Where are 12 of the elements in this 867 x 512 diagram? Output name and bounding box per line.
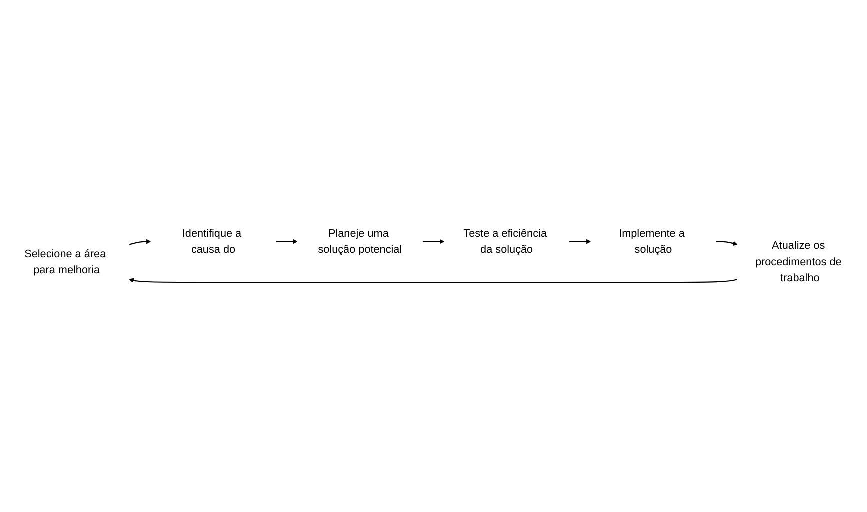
arrow [129, 239, 152, 246]
arrow [276, 239, 298, 244]
arrow [716, 241, 738, 246]
arrow [129, 278, 738, 284]
node-text: Identifique a causa do [182, 228, 242, 256]
node-text: Selecione a área para melhoria [24, 248, 106, 276]
arrow [422, 239, 445, 244]
node-text: Teste a eficiência da solução [464, 228, 547, 256]
node-text: Planeje uma solução potencial [318, 228, 402, 256]
node-text: Atualize os procedimentos de trabalho [755, 240, 842, 284]
arrow [569, 239, 592, 244]
node-text: Implemente a solução [619, 228, 685, 256]
